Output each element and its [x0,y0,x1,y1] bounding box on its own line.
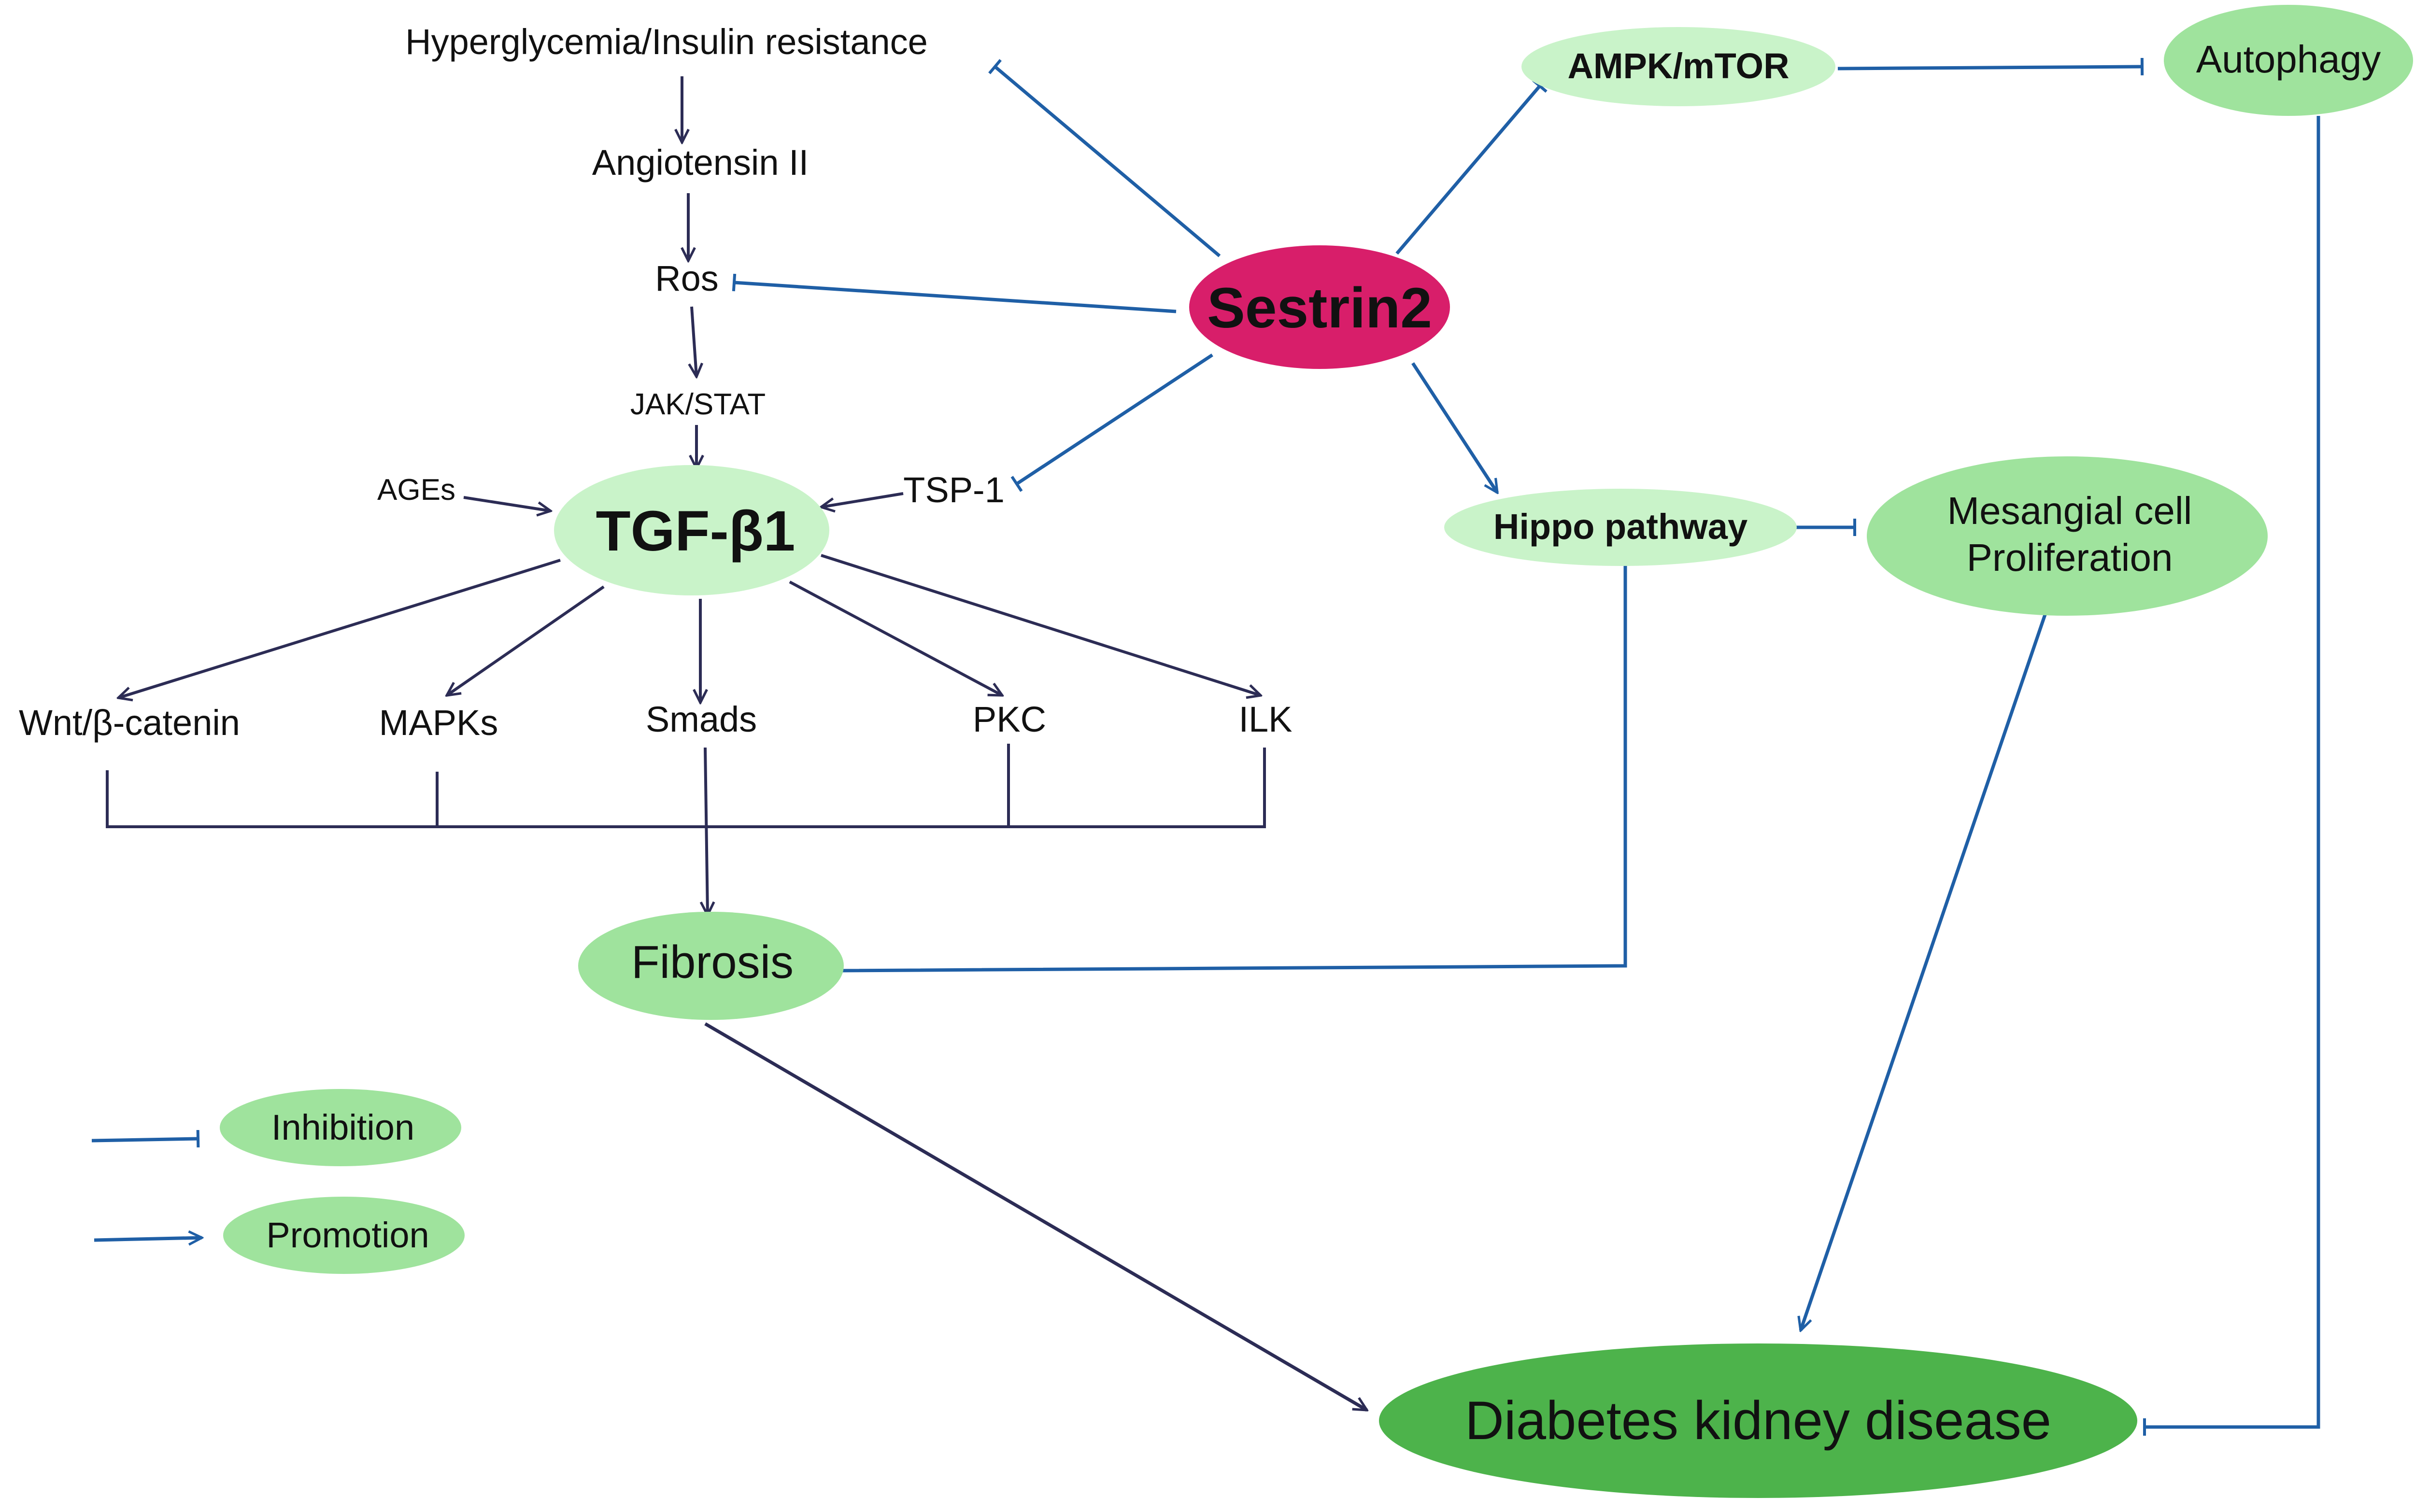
svg-text:Promotion: Promotion [266,1215,429,1255]
svg-text:Proliferation: Proliferation [1967,536,2173,579]
svg-text:MAPKs: MAPKs [379,703,498,743]
node-wnt-b-catenin: Wnt/β-catenin [19,703,240,743]
edge-tgf-to-mapks [447,585,605,695]
node-angiotensin: Angiotensin II [592,142,809,183]
edge-tgf-to-wnt [118,559,561,698]
svg-text:Mesangial cell: Mesangial cell [1947,489,2192,532]
edge-tgf-to-pkc [789,580,1002,695]
node-jak-stat: JAK/STAT [630,388,766,421]
svg-text:ILK: ILK [1238,699,1292,739]
convergence-bracket [106,748,1266,828]
edge-mesangial-to-dkd [1801,612,2047,1330]
svg-text:Sestrin2: Sestrin2 [1207,276,1432,340]
legend-promotion: Promotion [94,1197,465,1274]
edge-sestrin-inhibits-ros [732,273,1177,313]
edge-tgf-to-ilk [821,554,1261,695]
edge-sestrin-inhibits-tsp1 [1010,353,1213,492]
legend: Inhibition Promotion [91,1089,465,1274]
legend-inhibition-symbol [91,1130,200,1148]
node-smads: Smads [646,699,757,739]
node-fibrosis: Fibrosis [578,912,844,1020]
svg-text:Hippo pathway: Hippo pathway [1493,507,1747,547]
node-tsp1: TSP-1 [903,470,1005,510]
node-tgf-b1: TGF-β1 [554,465,829,595]
node-pkc: PKC [973,699,1046,739]
edge-sestrin-to-ampk [1395,79,1548,255]
edge-hippo-inhibits-fibrosis [836,565,1627,980]
svg-text:PKC: PKC [973,699,1046,739]
node-ros: Ros [655,258,719,298]
node-ages: AGEs [377,473,455,507]
edge-tsp1-to-tgf [821,492,904,507]
node-diabetes-kidney-disease: Diabetes kidney disease [1379,1343,2137,1498]
svg-text:Wnt/β-catenin: Wnt/β-catenin [19,703,240,743]
node-sestrin2: Sestrin2 [1189,245,1450,369]
svg-text:Ros: Ros [655,258,719,298]
node-hyperglycemia: Hyperglycemia/Insulin resistance [405,22,928,62]
svg-text:Inhibition: Inhibition [271,1107,414,1147]
edge-fibrosis-to-dkd [704,1022,1367,1412]
edge-sestrin-inhibits-hyperglycemia [988,59,1221,257]
legend-promotion-symbol [94,1238,202,1240]
edge-autophagy-inhibits-dkd [2143,116,2320,1436]
edge-smads-to-fibrosis [705,747,708,915]
svg-text:TSP-1: TSP-1 [903,470,1005,510]
edge-ampk-inhibits-autophagy [1837,57,2144,76]
node-mapks: MAPKs [379,703,498,743]
svg-text:Angiotensin II: Angiotensin II [592,142,809,183]
svg-text:Fibrosis: Fibrosis [631,936,794,988]
svg-text:AGEs: AGEs [377,473,455,507]
svg-text:AMPK/mTOR: AMPK/mTOR [1567,46,1789,86]
node-mesangial: Mesangial cell Proliferation [1867,456,2268,616]
node-autophagy: Autophagy [2164,5,2413,116]
svg-text:Diabetes kidney disease: Diabetes kidney disease [1465,1390,2051,1451]
node-ilk: ILK [1238,699,1292,739]
svg-text:TGF-β1: TGF-β1 [596,499,796,563]
node-ampk-mtor: AMPK/mTOR [1521,27,1835,106]
svg-text:Hyperglycemia/Insulin resistan: Hyperglycemia/Insulin resistance [405,22,928,62]
svg-text:Smads: Smads [646,699,757,739]
edge-ages-to-tgf [463,496,551,511]
svg-text:JAK/STAT: JAK/STAT [630,388,766,421]
legend-inhibition: Inhibition [91,1089,461,1166]
node-hippo: Hippo pathway [1444,489,1797,566]
edge-sestrin-to-hippo [1411,362,1497,493]
edge-ros-to-jakstat [692,306,696,377]
svg-text:Autophagy: Autophagy [2196,38,2381,81]
